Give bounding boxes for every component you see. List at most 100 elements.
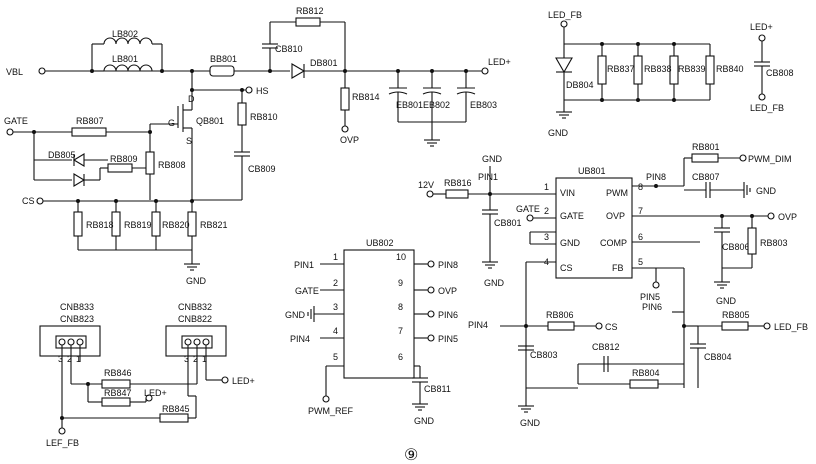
- net-gnd-4: GND: [484, 278, 505, 288]
- net-lef-fb: LEF_FB: [46, 438, 79, 448]
- net-gnd-8: GND: [414, 416, 435, 426]
- ub802-num-10: 10: [396, 252, 406, 262]
- net-hs: HS: [256, 86, 269, 96]
- label-eb802: EB802: [423, 100, 450, 110]
- net-pin8-1: PIN8: [646, 172, 666, 182]
- net-cs-2: CS: [605, 322, 618, 332]
- net-pin4-1: PIN4: [468, 320, 488, 330]
- cnb832-pin1: 1: [202, 354, 207, 364]
- ub802-num-5: 5: [333, 352, 338, 362]
- ub802-num-4: 4: [333, 326, 338, 336]
- resistor-rb808: [145, 151, 155, 175]
- cs-terminal: [36, 197, 44, 205]
- label-ub802: UB802: [366, 238, 394, 248]
- net-gnd-3: GND: [482, 154, 503, 164]
- label-rb805: RB805: [722, 310, 750, 320]
- ub801-pin-ovp: OVP: [606, 211, 625, 221]
- label-rb820: RB820: [162, 220, 190, 230]
- cnb833-pin2: 2: [67, 354, 72, 364]
- ub801-num-3: 3: [544, 232, 549, 242]
- ub801-num-5: 5: [638, 257, 643, 267]
- led-plus-terminal: [481, 67, 489, 75]
- power-stage: VBL LB802 LB801 BB801 RB812 CB810 DB801 …: [4, 6, 511, 286]
- resistor-rb821: [187, 211, 197, 237]
- label-s: S: [186, 136, 192, 146]
- label-cb810: CB810: [275, 44, 303, 54]
- connectors: CNB833 CNB823 3 2 1 CNB832 CNB822 3 2 1 …: [39, 302, 255, 448]
- label-cb801: CB801: [494, 218, 522, 228]
- label-cnb823: CNB823: [60, 314, 94, 324]
- net-12v: 12V: [418, 180, 434, 190]
- ub801-body: [555, 177, 633, 279]
- label-rb837: RB837: [607, 64, 635, 74]
- ub801-pin-gnd: GND: [560, 238, 581, 248]
- resistor-rb806: [547, 321, 575, 331]
- net-gnd-6: GND: [756, 186, 777, 196]
- ub802-num-9: 9: [398, 278, 403, 288]
- diode-db805b: [73, 173, 86, 187]
- ub802-label-ovp: OVP: [438, 286, 457, 296]
- net-gate-2: GATE: [516, 204, 540, 214]
- inductor-lb802: [103, 37, 153, 45]
- resistor-rb809: [107, 163, 133, 173]
- net-pin6-1: PIN6: [642, 302, 662, 312]
- label-d: D: [188, 94, 195, 104]
- cap-eb802: [422, 71, 442, 140]
- ub801-pin-gate: GATE: [560, 211, 584, 221]
- label-eb801: EB801: [396, 100, 423, 110]
- ub802-num-7: 7: [398, 326, 403, 336]
- ub802-num-2: 2: [333, 278, 338, 288]
- resistor-rb845: [159, 413, 189, 423]
- net-vbl: VBL: [6, 67, 23, 77]
- label-db801: DB801: [310, 58, 338, 68]
- label-cnb832: CNB832: [178, 302, 212, 312]
- label-rb809: RB809: [110, 154, 138, 164]
- ub801-pin-cs: CS: [560, 263, 573, 273]
- ub802-label-gate: GATE: [295, 286, 319, 296]
- ub802-num-8: 8: [398, 302, 403, 312]
- label-g: G: [168, 118, 175, 128]
- ic-ub802: UB802 1 2 3 4 5 10 9 8 7 6 PIN1 GATE GND…: [285, 238, 458, 426]
- cnb832-pin2: 2: [193, 354, 198, 364]
- net-led-plus-2: LED+: [750, 22, 773, 32]
- bead-bb801: [209, 65, 235, 77]
- label-rb808: RB808: [158, 160, 186, 170]
- ub802-label-pin5: PIN5: [438, 334, 458, 344]
- ub801-num-1: 1: [544, 182, 549, 192]
- label-cb804: CB804: [704, 352, 732, 362]
- label-cb806: CB806: [722, 242, 750, 252]
- ub801-pin-vin: VIN: [560, 188, 575, 198]
- net-gnd-2: GND: [548, 128, 569, 138]
- label-db805: DB805: [48, 150, 76, 160]
- label-rb801: RB801: [692, 142, 720, 152]
- label-lb801: LB801: [112, 54, 138, 64]
- label-cb809: CB809: [248, 164, 276, 174]
- diode-db801: [291, 63, 306, 79]
- resistor-rb837: [597, 55, 607, 85]
- label-rb814: RB814: [352, 92, 380, 102]
- label-bb801: BB801: [210, 54, 237, 64]
- net-led-fb-1: LED_FB: [548, 10, 582, 20]
- ub802-label-pin6: PIN6: [438, 310, 458, 320]
- cnb832-pin3: 3: [184, 354, 189, 364]
- label-rb845: RB845: [162, 404, 190, 414]
- resistor-rb803: [747, 227, 757, 255]
- label-db804: DB804: [566, 80, 594, 90]
- label-rb803: RB803: [760, 238, 788, 248]
- net-led-plus-4: LED+: [144, 388, 167, 398]
- resistor-rb807: [71, 127, 107, 137]
- label-cb812: CB812: [592, 342, 620, 352]
- ub801-num-8: 8: [638, 182, 643, 192]
- ub802-label-pin8: PIN8: [438, 260, 458, 270]
- net-led-plus: LED+: [488, 57, 511, 67]
- label-rb806: RB806: [546, 310, 574, 320]
- net-led-fb-3: LED_FB: [774, 322, 808, 332]
- led-fb-network: LED_FB GND DB804 RB837 RB838 RB839 RB840…: [548, 10, 794, 138]
- label-rb840: RB840: [716, 64, 744, 74]
- resistor-rb818: [73, 211, 83, 237]
- label-rb838: RB838: [644, 64, 672, 74]
- resistor-rb816: [445, 189, 469, 199]
- label-ub801: UB801: [578, 166, 606, 176]
- label-lb802: LB802: [112, 29, 138, 39]
- cap-eb801: [388, 71, 408, 122]
